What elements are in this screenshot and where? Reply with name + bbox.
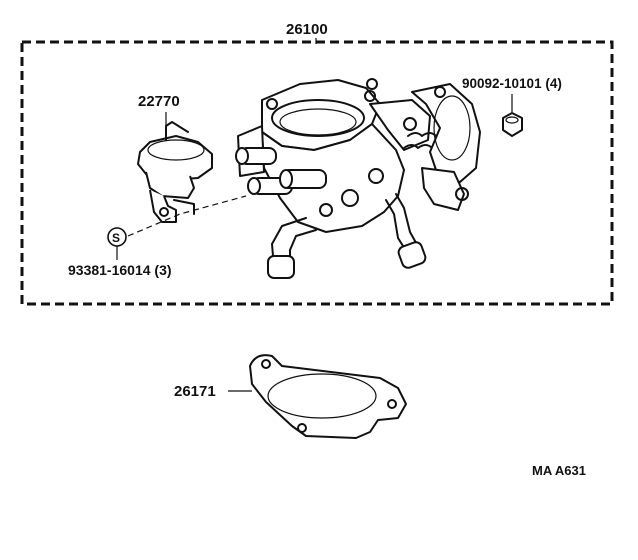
label-90092: 90092-10101 (4) xyxy=(462,76,562,91)
label-22770: 22770 xyxy=(138,93,180,110)
label-26171: 26171 xyxy=(174,383,216,400)
nut-drawing xyxy=(502,112,523,137)
label-93381: 93381-16014 (3) xyxy=(68,262,172,278)
label-26100: 26100 xyxy=(286,21,328,38)
screw-path-leader xyxy=(127,195,247,237)
gasket-drawing xyxy=(249,354,407,439)
diagram-code: MA A631 xyxy=(532,463,586,478)
throttle-body-drawing xyxy=(235,78,481,279)
screw-symbol-letter: S xyxy=(112,231,120,245)
assembly-boundary xyxy=(20,40,614,306)
actuator-drawing xyxy=(137,121,213,223)
